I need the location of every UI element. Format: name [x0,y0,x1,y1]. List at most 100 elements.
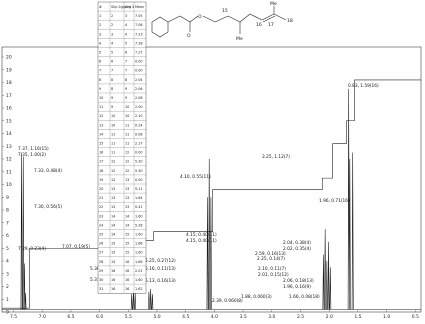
table-cell: 1.66 [135,260,143,264]
table-cell: 2.08 [135,96,143,100]
table-cell: 11 [125,123,129,127]
plot-frame [1,46,422,313]
table-cell: 25 [99,233,103,237]
table-cell: 3 [99,32,101,36]
table-cell: 16 [125,260,129,264]
x-tick-label: 5.5 [125,314,132,320]
spectrum-peak [151,294,154,310]
table-cell: 16 [125,278,129,282]
table-cell: 5.30 [135,169,143,173]
spectrum-peak [20,152,23,310]
table-cell: 12 [111,169,115,173]
table-cell: 8 [125,78,127,82]
table-cell: 7.23 [135,32,143,36]
table-cell: 10 [111,123,115,127]
table-cell: 13 [125,178,129,182]
bond [239,13,251,23]
table-cell: 30 [99,278,103,282]
y-tick-label: 3 [6,271,9,277]
benzene-ring [151,16,169,38]
peak-annotation: 5.25, 0.27(12) [145,258,176,264]
table-cell: 5.26 [135,223,143,227]
bond [179,15,191,23]
peak-annotation: 1.66, 0.08(18) [289,294,320,300]
x-tick-label: 2.0 [326,314,333,320]
methyl-label: Me [270,1,277,7]
atom-number: 18 [287,18,293,24]
table-cell: 15 [111,260,115,264]
y-tick-label: 20 [6,55,12,61]
table-cell: 0.00 [135,60,143,64]
peak-annotation: 4.15, 0.40(11) [186,238,217,244]
peak-annotation: 2.39, 0.060(8) [212,298,243,304]
table-cell: 8 [111,87,113,91]
table-cell: 2.04 [135,78,143,82]
y-tick-label: 7 [6,220,9,226]
table-cell: 13 [125,187,129,191]
spectrum-peak [347,88,350,310]
table-cell: 27 [99,251,103,255]
peak-annotation: 7.33, 0.48(4) [34,168,62,174]
double-bond [262,15,276,23]
spectrum-peak [206,197,209,310]
table-cell: 12 [125,160,129,164]
table-cell: 11 [111,142,115,146]
spectrum-peaks [2,88,421,310]
table-cell: 0.08 [135,132,143,136]
spectrum-peak [325,260,328,310]
table-cell: 18 [99,169,103,173]
table-cell: 1.68 [135,242,143,246]
table-header-cell: Shp δ(ppm) [111,5,132,9]
y-tick-label: 9 [6,195,9,201]
peak-annotation: 7.29, 0.23(4) [18,246,46,252]
y-tick-label: 13 [6,144,12,150]
table-cell: 9 [125,87,127,91]
table-cell: 10 [111,114,115,118]
peak-annotation: 7.35, 1.00(2) [18,152,46,158]
table-cell: 1.62 [135,287,143,291]
y-tick-label: 2 [6,284,9,290]
table-cell: 16 [111,269,115,273]
y-tick-label: 1 [6,297,9,303]
x-tick-label: 6.5 [67,314,74,320]
table-cell: 5 [125,41,127,45]
table-cell: 2.17 [135,142,143,146]
y-tick-label: 5 [6,246,9,252]
peak-annotation: 5.13, 0.16(13) [145,278,176,284]
peak-annotation: 2.06, 0.18(13) [283,278,314,284]
table-cell: 0.00 [135,178,143,182]
bond [249,13,263,21]
table-cell: 7 [99,69,101,73]
table-cell: 12 [99,114,103,118]
peak-annotation: 2.10, 0.11(7) [258,266,286,272]
atom-number: 17 [268,22,274,28]
table-cell: 2 [111,23,113,27]
table-cell: 10 [99,96,103,100]
bond [227,15,241,23]
table-cell: 13 [125,205,129,209]
y-tick-label: 12 [6,157,12,163]
peak-annotation: 7.37, 1.16(15) [18,146,49,152]
table-cell: 5 [111,51,113,55]
table-cell: 31 [99,287,103,291]
table-cell: 1.60 [135,251,143,255]
table-cell: 0.41 [135,205,143,209]
oxygen-atom: O [187,33,191,39]
table-cell: 7.05 [135,14,143,18]
bond [202,15,216,23]
table-cell: 11 [99,105,103,109]
y-tick-label: 11 [6,169,12,175]
table-cell: 16 [111,287,115,291]
bond [214,15,229,23]
table-cell: 15 [99,142,103,146]
spectrum-peak [324,229,327,310]
spectrum-peak [24,292,27,310]
x-tick-label: 6.0 [96,314,103,320]
table-cell: 16 [99,151,103,155]
table-cell: 14 [111,223,115,227]
table-cell: 6 [99,60,101,64]
table-cell: 11 [111,132,115,136]
table-cell: 16 [125,287,129,291]
table-cell: 3 [125,14,127,18]
table-cell: 2.10 [135,114,143,118]
